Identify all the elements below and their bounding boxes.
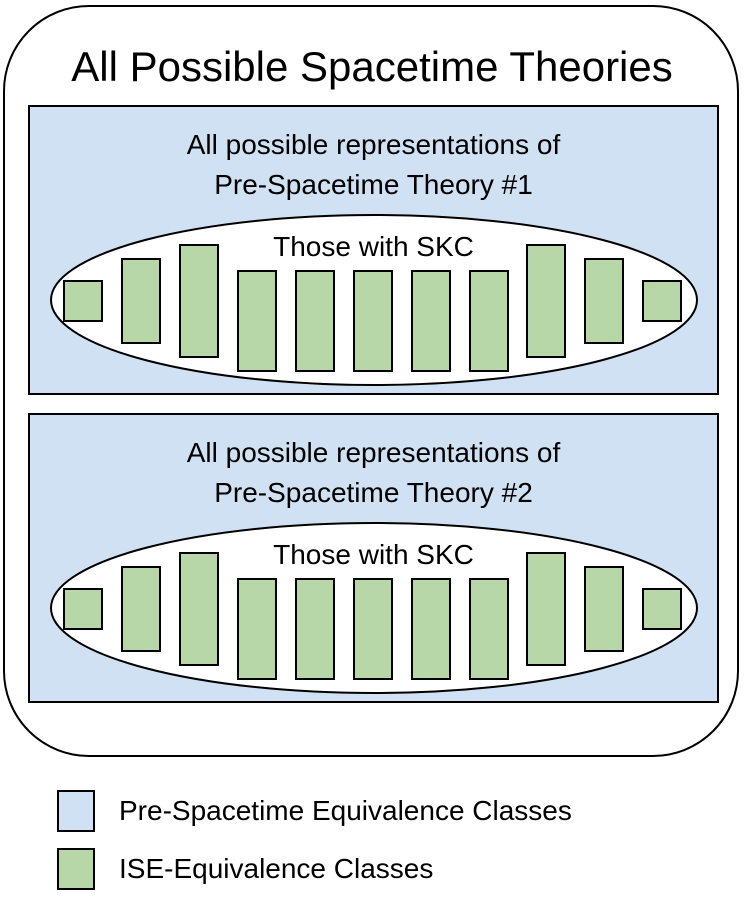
diagram-title: All Possible Spacetime Theories [71, 43, 673, 90]
legend-label: Pre-Spacetime Equivalence Classes [119, 795, 572, 826]
panel-title: All possible representations of Pre-Spac… [30, 433, 717, 513]
ise-equivalence-block [179, 552, 219, 666]
ise-equivalence-block [526, 244, 566, 358]
legend-swatch-blue [57, 790, 95, 832]
pre-spacetime-theory-panel-1: All possible representations of Pre-Spac… [28, 105, 719, 395]
ise-equivalence-block [295, 270, 335, 372]
skc-label: Those with SKC [273, 539, 474, 570]
ise-equivalence-block [63, 280, 103, 322]
panel-title-line-2: Pre-Spacetime Theory #2 [214, 477, 533, 508]
ise-equivalence-block [584, 566, 624, 652]
legend-swatch-green [57, 848, 95, 890]
ise-equivalence-block [469, 578, 509, 680]
ise-equivalence-block [411, 578, 451, 680]
skc-group [50, 522, 698, 694]
panel-title-line-1: All possible representations of [186, 129, 561, 160]
panel-title-line-1: All possible representations of [186, 437, 561, 468]
panel-title-line-2: Pre-Spacetime Theory #1 [214, 169, 533, 200]
ise-equivalence-block [642, 588, 682, 630]
panel-title: All possible representations of Pre-Spac… [30, 125, 717, 205]
ise-equivalence-blocks [63, 552, 682, 680]
ise-equivalence-block [295, 578, 335, 680]
ise-equivalence-blocks [63, 244, 682, 372]
ise-equivalence-block [642, 280, 682, 322]
ise-equivalence-block [63, 588, 103, 630]
pre-spacetime-theory-panel-2: All possible representations of Pre-Spac… [28, 413, 719, 703]
ise-equivalence-block [237, 270, 277, 372]
ise-equivalence-block [469, 270, 509, 372]
skc-label: Those with SKC [273, 231, 474, 262]
ise-equivalence-block [179, 244, 219, 358]
ise-equivalence-block [584, 258, 624, 344]
legend-label: ISE-Equivalence Classes [119, 853, 434, 884]
skc-group [50, 214, 698, 386]
ise-equivalence-block [121, 258, 161, 344]
all-theories-container: All Possible Spacetime Theories All poss… [3, 5, 739, 757]
ise-equivalence-block [121, 566, 161, 652]
ise-equivalence-block [526, 552, 566, 666]
ise-equivalence-block [237, 578, 277, 680]
ise-equivalence-block [411, 270, 451, 372]
ise-equivalence-block [353, 270, 393, 372]
ise-equivalence-block [353, 578, 393, 680]
